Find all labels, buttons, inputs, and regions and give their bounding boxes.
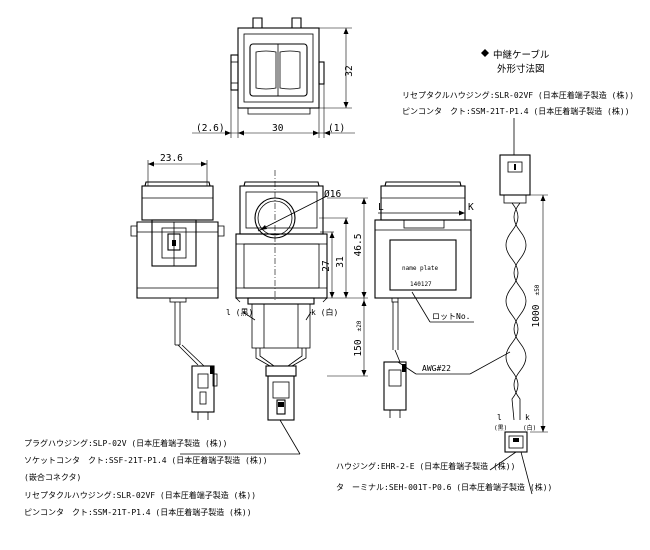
note-eh-terminal: タ ーミナル:SEH-001T-P0.6 (日本圧着端子製造 (株))	[336, 482, 552, 492]
dim-lead-150: 150	[353, 339, 364, 356]
bottom-left-notes: プラグハウジング:SLP-02V (日本圧着端子製造 (株)) ソケットコンタ …	[24, 438, 268, 517]
lead-l-black: l (黒)	[226, 308, 253, 317]
note-pin-contact: ピンコンタ クト:SSM-21T-P1.4 (日本圧着端子製造 (株))	[24, 507, 252, 517]
dim-width-30: 30	[272, 123, 284, 134]
relay-pin-spec: ピンコンタ クト:SSM-21T-P1.4 (日本圧着端子製造 (株))	[402, 106, 630, 116]
relay-cable-subtitle: 外形寸法図	[497, 63, 545, 75]
dim-31: 31	[335, 256, 346, 268]
dim-right-gap: (1)	[328, 123, 345, 134]
lead-k-white: k (白)	[311, 307, 338, 317]
cable-l-label: l	[497, 413, 502, 422]
relay-cable-title: 中継ケーブル	[493, 49, 550, 61]
note-mating-connector: (嵌合コネクタ)	[24, 472, 81, 482]
note-receptacle-housing: リセプタクルハウジング:SLR-02VF (日本圧着端子製造 (株))	[24, 490, 256, 500]
awg-label: AWG#22	[422, 364, 451, 373]
dim-cable-1000-tol: ±50	[534, 284, 541, 295]
note-plug-housing: プラグハウジング:SLP-02V (日本圧着端子製造 (株))	[24, 438, 227, 448]
lot-no-label: ロットNo.	[432, 312, 470, 321]
relay-receptacle-spec: リセプタクルハウジング:SLR-02VF (日本圧着端子製造 (株))	[402, 90, 634, 100]
note-socket-contact: ソケットコンタ クト:SSF-21T-P1.4 (日本圧着端子製造 (株))	[24, 455, 268, 465]
front-view: Ø16 l (黒) k (白)	[226, 170, 368, 421]
cable-l-color: (黒)	[494, 425, 507, 432]
side-view: 23.6	[130, 153, 225, 420]
dim-lead-150-tol: ±20	[356, 320, 363, 331]
dim-hole-16: Ø16	[324, 189, 341, 200]
cable-k-color: (白)	[523, 424, 536, 432]
note-eh-housing: ハウジング:EHR-2-E (日本圧着端子製造 (株))	[336, 461, 515, 471]
label-k: K	[468, 202, 474, 213]
bottom-right-notes: ハウジング:EHR-2-E (日本圧着端子製造 (株)) タ ーミナル:SEH-…	[336, 461, 552, 492]
rear-view: name plate 140127 L K ロットNo. AWG#22	[374, 181, 511, 418]
dim-27: 27	[321, 260, 332, 271]
dim-cable-1000: 1000	[531, 304, 542, 327]
name-plate: name plate	[402, 265, 439, 272]
dim-left-gap: (2.6)	[196, 123, 225, 134]
cable-k-label: k	[525, 413, 530, 422]
relay-cable: 中継ケーブル 外形寸法図 リセプタクルハウジング:SLR-02VF (日本圧着端…	[402, 49, 634, 495]
label-l: L	[378, 202, 384, 213]
dim-height-32: 32	[344, 65, 355, 76]
dim-46-5: 46.5	[353, 234, 364, 257]
plate-code: 140127	[410, 281, 432, 288]
dim-depth-23-6: 23.6	[160, 153, 183, 164]
top-view: 32 (2.6) 30 (1)	[192, 17, 355, 138]
